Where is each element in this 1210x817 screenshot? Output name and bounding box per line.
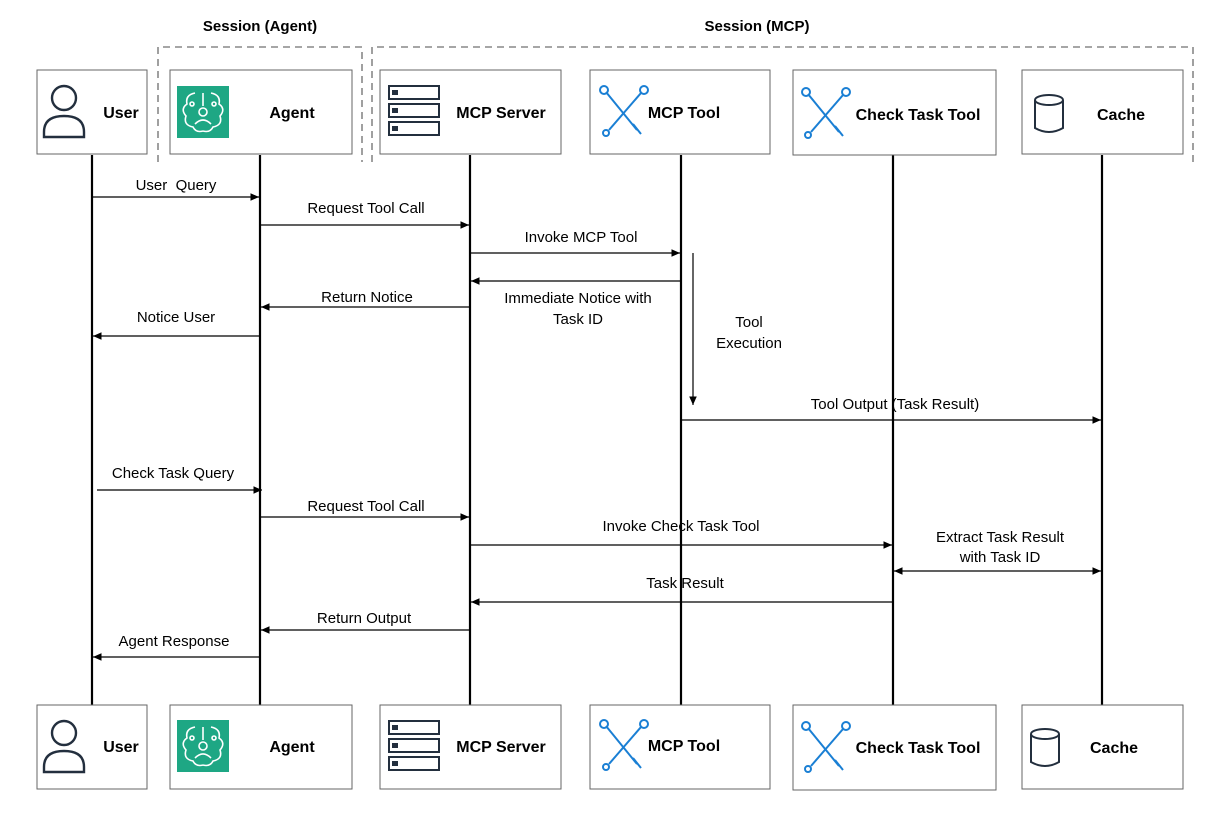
session-agent-frame bbox=[157, 46, 363, 162]
session-agent-title: Session (Agent) bbox=[203, 18, 317, 35]
msg-task-result: Task Result bbox=[646, 575, 724, 592]
actor-user-bottom: User bbox=[36, 704, 148, 790]
session-mcp-title: Session (MCP) bbox=[704, 18, 809, 35]
actor-cache-bottom: Cache bbox=[1021, 704, 1184, 790]
msg-tool-execution-line-1: Tool bbox=[735, 314, 763, 331]
msg-check-task-query: Check Task Query bbox=[112, 465, 235, 482]
actor-mcp-server-bottom: MCP Server bbox=[379, 704, 562, 790]
msg-invoke-mcp-tool: Invoke MCP Tool bbox=[525, 229, 638, 246]
msg-extract-task-result-line-1: Extract Task Result bbox=[936, 529, 1065, 546]
actor-label-check-task-tool: Check Task Tool bbox=[856, 740, 981, 757]
msg-request-tool-call-1: Request Tool Call bbox=[307, 200, 424, 217]
actor-label-cache: Cache bbox=[1097, 107, 1145, 124]
tools-icon bbox=[801, 721, 851, 773]
actor-label-mcp-server: MCP Server bbox=[456, 739, 546, 756]
msg-immediate-notice-line-1: Immediate Notice with bbox=[504, 290, 652, 307]
msg-user-query: User Query bbox=[136, 177, 217, 194]
actor-mcp-tool-bottom: MCP Tool bbox=[589, 704, 771, 790]
actor-check-task-tool-top: Check Task Tool bbox=[792, 69, 997, 156]
database-icon bbox=[1030, 728, 1060, 767]
msg-immediate-notice-line-2: Task ID bbox=[553, 311, 603, 328]
database-icon bbox=[1034, 94, 1064, 133]
msg-extract-task-result-line-2: with Task ID bbox=[959, 549, 1041, 566]
msg-tool-execution-line-2: Execution bbox=[716, 335, 782, 352]
user-icon bbox=[42, 84, 86, 139]
actor-label-user: User bbox=[103, 105, 139, 122]
actor-agent-top: Agent bbox=[169, 69, 353, 155]
msg-notice-user: Notice User bbox=[137, 309, 215, 326]
server-icon bbox=[388, 720, 440, 771]
server-icon bbox=[388, 85, 440, 136]
msg-return-notice: Return Notice bbox=[321, 289, 413, 306]
actor-cache-top: Cache bbox=[1021, 69, 1184, 155]
actor-agent-bottom: Agent bbox=[169, 704, 353, 790]
actor-label-mcp-server: MCP Server bbox=[456, 105, 546, 122]
agent-brain-icon bbox=[177, 86, 229, 138]
tools-icon bbox=[599, 719, 649, 771]
msg-return-output: Return Output bbox=[317, 610, 412, 627]
actor-label-user: User bbox=[103, 739, 139, 756]
msg-invoke-check-task-tool: Invoke Check Task Tool bbox=[602, 518, 759, 535]
actor-label-agent: Agent bbox=[269, 105, 315, 122]
msg-tool-output: Tool Output (Task Result) bbox=[811, 396, 979, 413]
actor-label-mcp-tool: MCP Tool bbox=[648, 105, 720, 122]
user-icon bbox=[42, 719, 86, 774]
actor-check-task-tool-bottom: Check Task Tool bbox=[792, 704, 997, 791]
actor-label-mcp-tool: MCP Tool bbox=[648, 738, 720, 755]
tools-icon bbox=[801, 87, 851, 139]
actor-label-agent: Agent bbox=[269, 739, 315, 756]
actor-mcp-tool-top: MCP Tool bbox=[589, 69, 771, 155]
actor-label-check-task-tool: Check Task Tool bbox=[856, 107, 981, 124]
actor-user-top: User bbox=[36, 69, 148, 155]
msg-agent-response: Agent Response bbox=[119, 633, 230, 650]
actor-mcp-server-top: MCP Server bbox=[379, 69, 562, 155]
actor-label-cache: Cache bbox=[1090, 740, 1138, 757]
msg-request-tool-call-2: Request Tool Call bbox=[307, 498, 424, 515]
tools-icon bbox=[599, 85, 649, 137]
agent-brain-icon bbox=[177, 720, 229, 772]
